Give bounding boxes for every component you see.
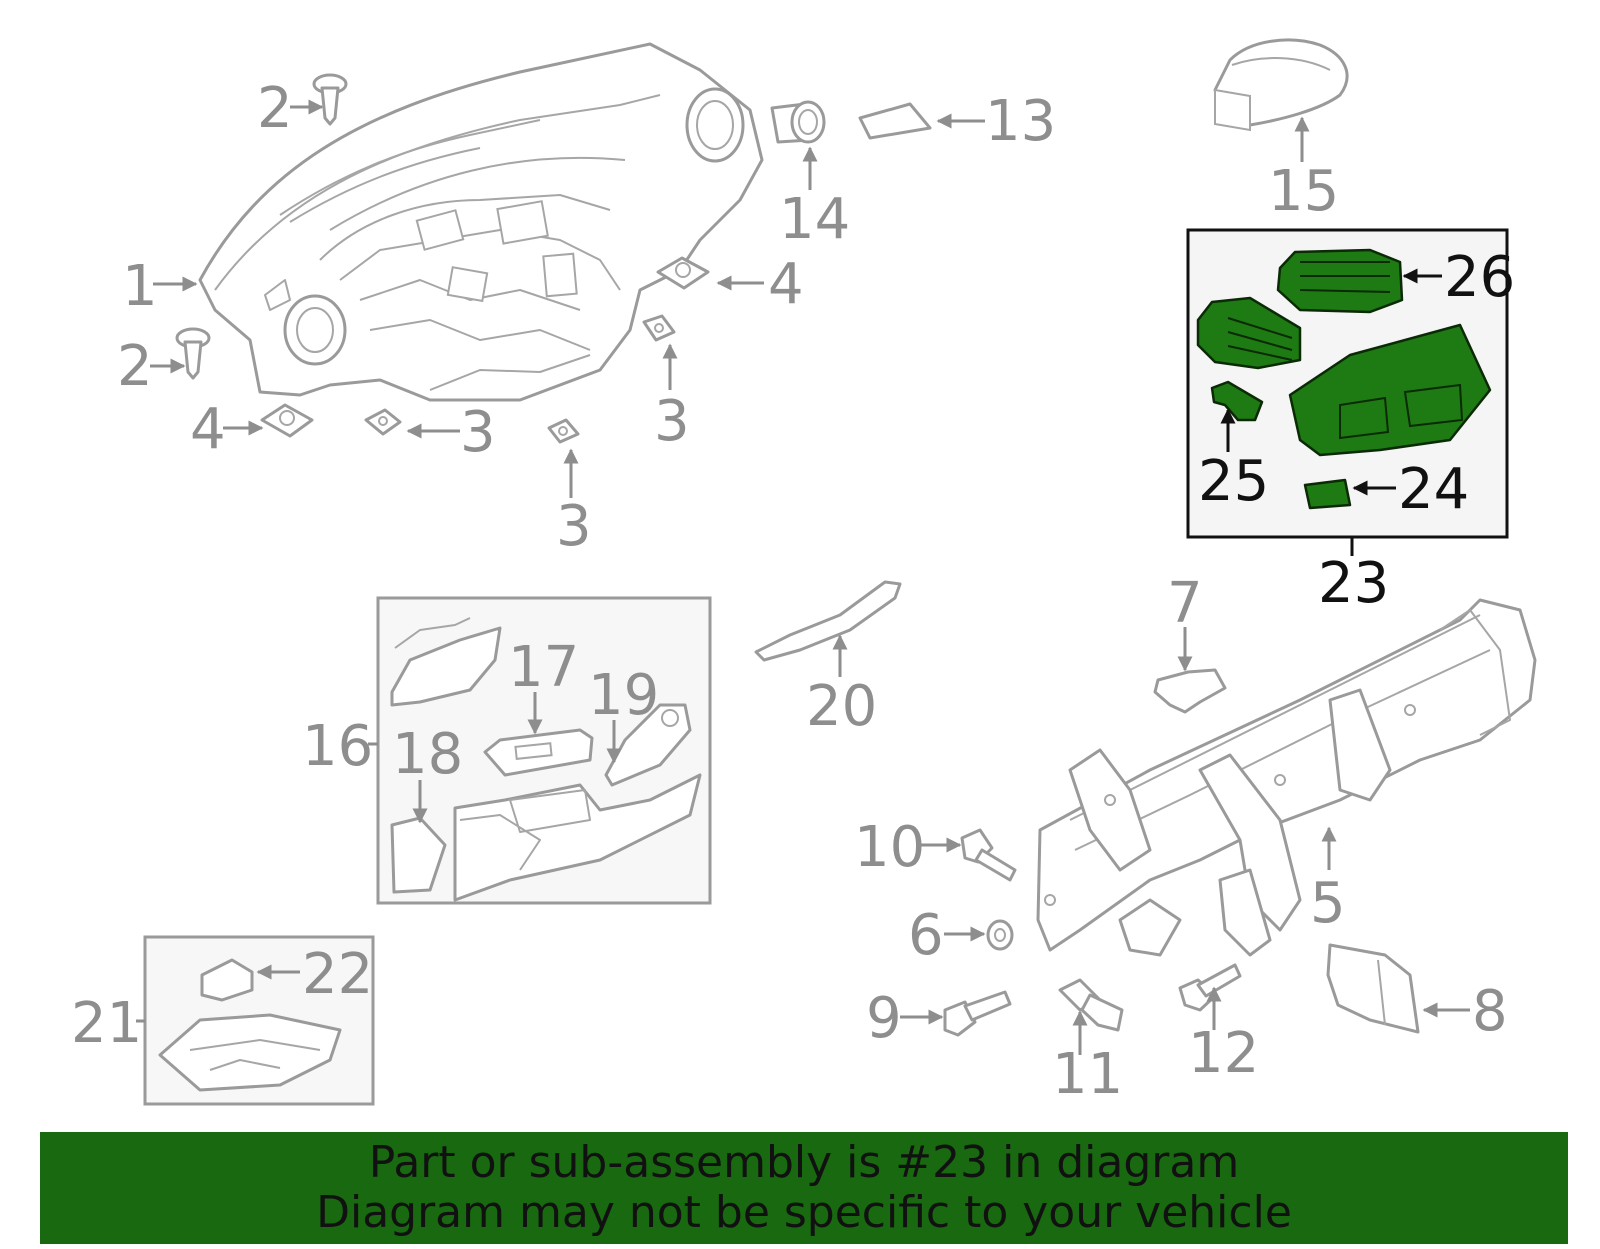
callout-2-lower: 2: [117, 334, 153, 399]
callout-4-right: 4: [768, 252, 804, 317]
callout-18: 18: [392, 722, 463, 787]
callout-17: 17: [508, 635, 579, 700]
nut-part-4-right: [656, 256, 710, 290]
callout-15: 15: [1268, 159, 1339, 224]
callout-25: 25: [1198, 449, 1269, 514]
callout-23: 23: [1318, 551, 1389, 616]
callout-13: 13: [985, 89, 1056, 154]
bolt-part-12: [1178, 963, 1242, 1012]
module-part-15: [1213, 38, 1349, 132]
callout-19: 19: [588, 663, 659, 728]
banner-line-2: Diagram may not be specific to your vehi…: [316, 1187, 1292, 1238]
callout-5: 5: [1310, 871, 1346, 936]
bolt-part-11: [1058, 978, 1124, 1032]
callout-21: 21: [71, 991, 142, 1056]
clip-part-2-upper: [312, 73, 348, 126]
callout-2-upper: 2: [257, 76, 293, 141]
callout-22: 22: [302, 942, 373, 1007]
bracket-part-7: [1153, 668, 1227, 714]
bracket-part-8: [1326, 943, 1420, 1034]
switch-part-24: [1303, 478, 1352, 510]
callout-26: 26: [1444, 245, 1515, 310]
vent-part-14: [770, 100, 826, 144]
clip-part-3-c: [642, 314, 676, 342]
bolt-part-10: [960, 828, 1017, 882]
bracket-part-19: [604, 703, 692, 787]
brace-part-20: [754, 580, 902, 662]
callout-3-b: 3: [556, 494, 592, 559]
assembly-21-box: [143, 935, 375, 1106]
leader-lines: [136, 99, 1470, 1055]
callout-4-left: 4: [190, 397, 226, 462]
connector-part-22: [200, 958, 254, 1002]
callout-1: 1: [122, 254, 158, 319]
info-banner: Part or sub-assembly is #23 in diagram D…: [40, 1132, 1568, 1244]
callout-11: 11: [1052, 1042, 1123, 1107]
bracket-part-upper: [390, 617, 502, 707]
bracket-part-25: [1210, 380, 1264, 422]
callout-24: 24: [1398, 457, 1469, 522]
clip-part-2-lower: [175, 327, 211, 380]
callout-7: 7: [1167, 571, 1203, 636]
callout-3-a: 3: [460, 400, 496, 465]
callout-10: 10: [854, 815, 925, 880]
clip-part-3-b: [547, 418, 580, 444]
assembly-16-box: [376, 596, 712, 905]
cover-part-13: [858, 102, 932, 140]
callout-14: 14: [779, 187, 850, 252]
tray-part: [158, 1013, 342, 1092]
callout-12: 12: [1188, 1021, 1259, 1086]
callout-9: 9: [866, 986, 902, 1051]
callout-labels: 1 2 2 4 4 3 3 3 13 14 15 16 17 18 19 20 …: [71, 76, 1515, 1107]
bolt-part-9: [943, 990, 1012, 1037]
glove-box-part: [453, 773, 702, 902]
callout-20: 20: [806, 674, 877, 739]
trim-panel-part: [1288, 323, 1492, 457]
vent-part-26: [1276, 248, 1404, 314]
banner-line-1: Part or sub-assembly is #23 in diagram: [368, 1137, 1240, 1188]
clip-part-3-a: [364, 408, 402, 436]
callout-8: 8: [1472, 979, 1508, 1044]
nut-part-6: [986, 919, 1014, 951]
instrument-panel-part: [198, 42, 764, 402]
callout-3-c: 3: [654, 389, 690, 454]
panel-part-17: [483, 728, 594, 777]
callout-16: 16: [302, 714, 373, 779]
assembly-23-box: [1186, 228, 1509, 539]
callout-6: 6: [908, 903, 944, 968]
cross-car-beam-part-5: [1036, 598, 1537, 957]
vent-part-left: [1196, 296, 1302, 370]
nut-part-4-left: [260, 403, 314, 438]
